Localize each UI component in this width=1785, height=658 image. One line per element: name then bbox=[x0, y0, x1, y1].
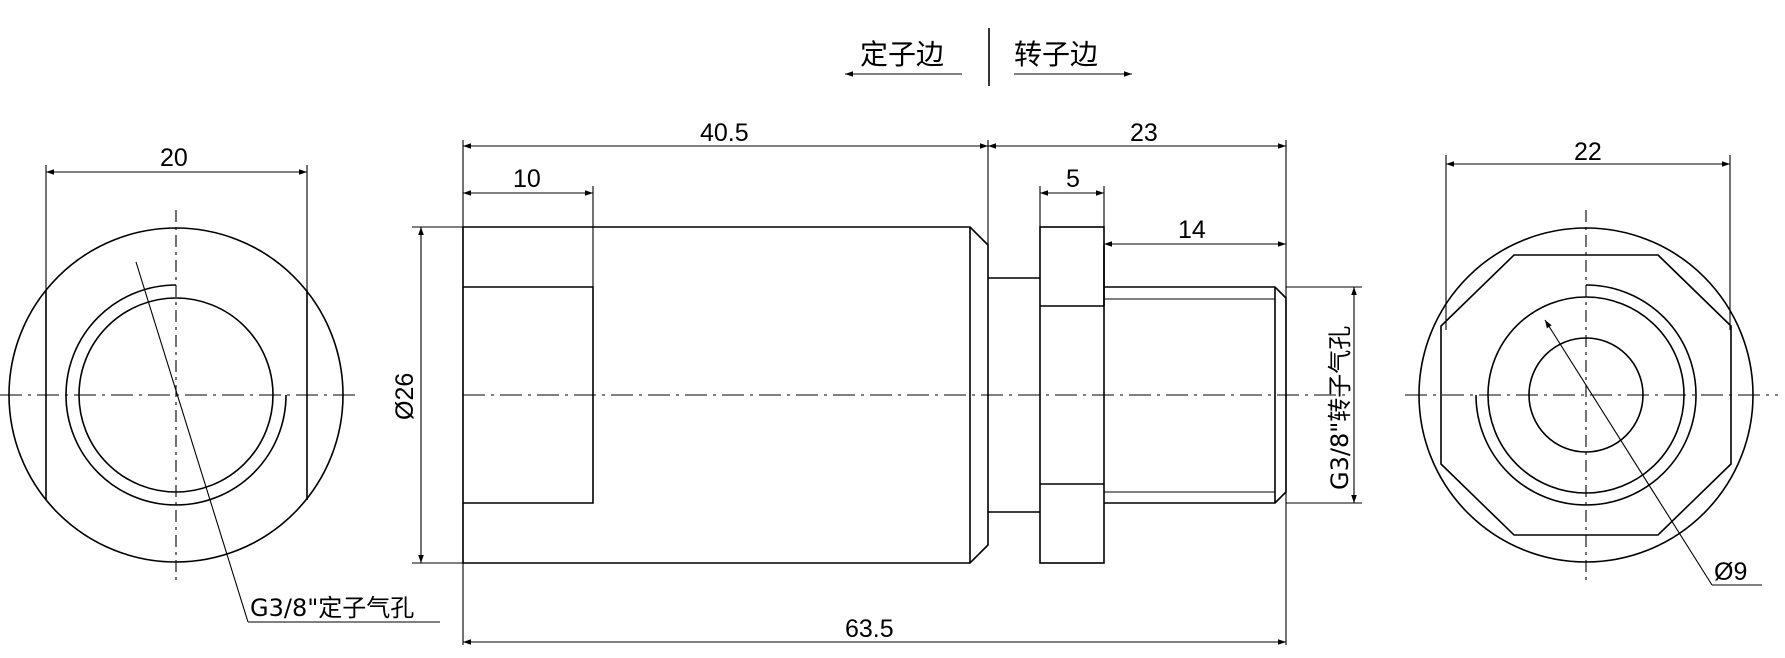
right-hex-nut bbox=[1440, 254, 1732, 536]
header-legend: 定子边 转子边 bbox=[845, 28, 1132, 86]
right-bore-label: Ø9 bbox=[1714, 558, 1747, 586]
dim-10-label: 10 bbox=[513, 165, 541, 193]
side-view-stator: 10 40.5 Ø26 bbox=[391, 119, 989, 645]
dim-23-label: 23 bbox=[1130, 119, 1158, 147]
rotor-side-label: 转子边 bbox=[1014, 38, 1098, 71]
side-view-common: 63.5 bbox=[463, 394, 1345, 645]
right-width-label: 22 bbox=[1574, 138, 1602, 166]
side-view-rotor: 5 23 14 G3/8"转子气孔 bbox=[988, 119, 1362, 645]
left-end-view: 20 G3/8"定子气孔 bbox=[0, 144, 440, 623]
left-thread-arc bbox=[65, 284, 287, 506]
left-leader bbox=[135, 261, 249, 623]
stator-hole-note: G3/8"定子气孔 bbox=[250, 594, 414, 622]
dim-14-label: 14 bbox=[1178, 216, 1206, 244]
right-thread-arc bbox=[1475, 284, 1697, 506]
right-end-view: 22 Ø9 bbox=[1405, 138, 1778, 586]
dim-63.5-label: 63.5 bbox=[845, 615, 894, 643]
stator-side-label: 定子边 bbox=[860, 38, 944, 71]
rotor-neck bbox=[988, 277, 1040, 513]
rotor-hole-note: G3/8"转子气孔 bbox=[1326, 326, 1354, 490]
dim-40.5-label: 40.5 bbox=[700, 119, 749, 147]
dim-diameter-label: Ø26 bbox=[391, 373, 419, 420]
right-bore-leader bbox=[1544, 319, 1713, 586]
left-width-label: 20 bbox=[160, 144, 188, 172]
dim-5-label: 5 bbox=[1066, 165, 1080, 193]
